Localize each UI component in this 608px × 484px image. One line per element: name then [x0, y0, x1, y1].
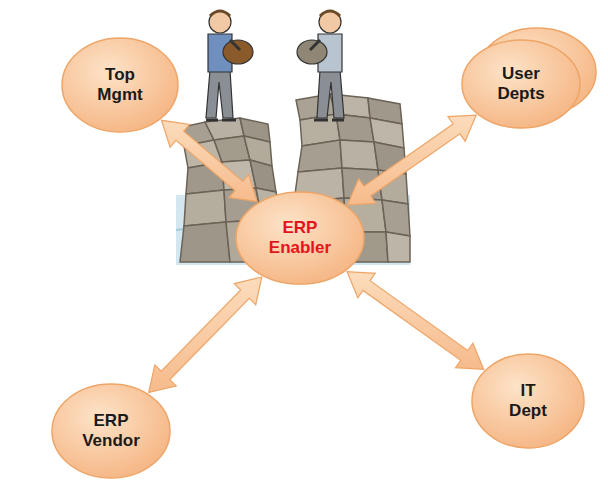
double-arrow: [348, 115, 477, 205]
node-label: ERP Vendor: [82, 411, 140, 451]
node-label: User Depts: [497, 64, 544, 104]
node-label: IT Dept: [509, 381, 547, 421]
right-figure: [297, 11, 344, 120]
ellipse-node: ERP Vendor: [50, 382, 172, 480]
node-label: ERP Enabler: [269, 218, 331, 258]
double-arrow: [347, 272, 484, 370]
ellipse-node: Top Mgmt: [60, 36, 180, 134]
ellipse-node: User Depts: [460, 38, 582, 130]
double-arrow: [149, 277, 262, 393]
ellipse-node: ERP Enabler: [234, 190, 366, 286]
left-figure: [206, 11, 253, 120]
ellipse-node: IT Dept: [470, 352, 586, 450]
double-arrow: [162, 120, 258, 201]
node-label: Top Mgmt: [97, 65, 142, 105]
